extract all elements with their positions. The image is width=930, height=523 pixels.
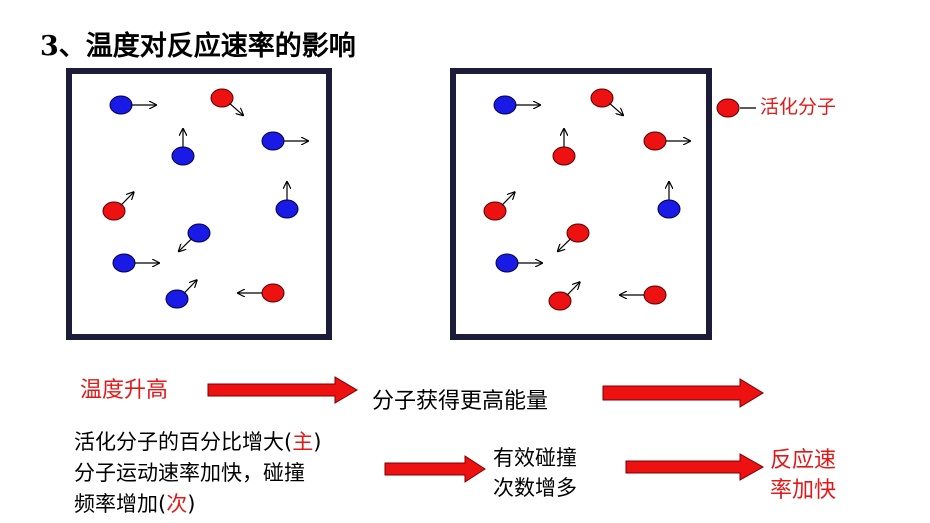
arrow-effective-to-result [625,453,765,481]
right-blue-molecule-1 [493,95,517,115]
right-red-molecule-4 [643,131,667,151]
arrow-temp-to-energy [207,376,358,404]
left-blue-molecule-4 [261,131,285,151]
right-blue-molecule-6 [657,199,681,219]
arrow-energy-to-next [602,378,764,408]
line1-text: 活化分子的百分比增大( [74,430,293,454]
line1-key: 主 [292,430,314,454]
left-blue-molecule-1 [109,95,133,115]
legend-molecule [716,98,756,118]
left-velocity-arrow-5 [120,192,134,206]
molecule-group-right [483,88,690,311]
page-title: 3、温度对反应速率的影响 [40,31,356,62]
frequency-line: 频率增加(次) [74,488,195,518]
left-blue-molecule-9 [165,289,189,309]
higher-energy-text: 分子获得更高能量 [372,389,549,414]
left-red-molecule-2 [210,88,234,108]
left-velocity-arrow-9 [183,280,197,294]
right-red-molecule-7 [566,223,590,243]
temperature-rise-text: 温度升高 [80,378,169,403]
right-velocity-arrow-2 [609,102,624,115]
result-line1: 反应速 [770,448,837,473]
right-velocity-arrow-7 [558,238,572,252]
result-line2: 率加快 [770,478,837,503]
left-blue-molecule-6 [275,199,299,219]
flow-arrows [207,376,765,483]
right-blue-molecule-8 [495,253,519,273]
left-velocity-arrow-2 [229,102,244,115]
left-blue-molecule-7 [187,223,211,243]
legend-label: 活化分子 [760,96,837,118]
arrow-cause-to-effective [384,455,486,483]
right-red-molecule-5 [483,201,507,221]
right-red-molecule-2 [590,88,614,108]
left-velocity-arrow-7 [179,238,193,252]
line3-text: 频率增加( [74,492,167,516]
right-velocity-arrow-5 [501,192,515,206]
left-blue-molecule-3 [171,146,195,166]
effective-collision-line1: 有效碰撞 [493,446,577,470]
left-red-molecule-5 [102,201,126,221]
left-red-molecule-10 [261,283,285,303]
line3-end: ) [187,492,196,516]
molecule-group-left [102,88,308,309]
right-velocity-arrow-9 [566,282,580,296]
right-red-molecule-3 [552,146,576,166]
right-red-molecule-9 [548,291,572,311]
line1-end: ) [313,430,322,454]
speed-line: 分子运动速率加快，碰撞 [74,461,305,485]
line3-key: 次 [166,492,188,516]
left-blue-molecule-8 [112,253,136,273]
right-red-molecule-10 [643,285,667,305]
effective-collision-line2: 次数增多 [493,476,577,500]
activated-percentage-line: 活化分子的百分比增大(主) [74,426,321,456]
